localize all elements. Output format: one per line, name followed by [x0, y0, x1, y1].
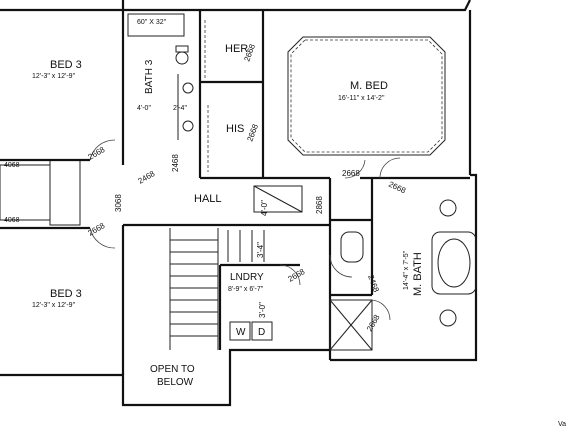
- m-bath-name: M. BATH: [412, 252, 424, 296]
- dryer: [251, 321, 273, 341]
- bath3-name: BATH 3: [144, 59, 155, 94]
- window-4068-top: 4068: [4, 162, 20, 169]
- bed3-top-dims: 12'-3" x 12'-9": [32, 73, 76, 80]
- lndry-dims: 8'-9" x 6'-7": [228, 286, 264, 293]
- dim-3-0: 3'-0": [258, 302, 267, 318]
- door-swings: [89, 139, 401, 321]
- bed3-bottom-dims: 12'-3" x 12'-9": [32, 302, 76, 309]
- door-tag: 2468: [366, 274, 381, 294]
- washer-label: W: [236, 327, 246, 338]
- door-tag: 2668: [87, 145, 107, 162]
- m-bed-name: M. BED: [350, 80, 388, 92]
- door-tag: 2668: [245, 122, 260, 142]
- m-bath-dims: 14'-4" x 7'-5": [403, 250, 410, 290]
- interior-walls: [0, 10, 470, 375]
- his-closet-name: HIS: [226, 123, 244, 135]
- open-below-line2: BELOW: [157, 377, 194, 388]
- bed3-top-name: BED 3: [50, 59, 82, 71]
- door-2868: 2868: [315, 196, 324, 214]
- dim-2-4: 2'-4": [173, 105, 187, 112]
- window-4068-bottom: 4068: [4, 217, 20, 224]
- door-tag: 2668: [387, 180, 407, 196]
- open-below-line1: OPEN TO: [150, 364, 195, 375]
- dryer-label: D: [258, 327, 265, 338]
- watermark-text: Va: [558, 421, 566, 428]
- door-tag: 2468: [137, 169, 157, 186]
- her-closet-name: HER: [225, 43, 248, 55]
- door-tag: 2468: [171, 154, 180, 172]
- dim-3-4: 3'-4": [256, 242, 265, 258]
- m-bed-dims: 16'-11" x 14'-2": [338, 95, 385, 102]
- washer: [229, 321, 251, 341]
- door-tag: 2668: [365, 313, 382, 333]
- hall-name: HALL: [194, 193, 222, 205]
- door-tag: 2668: [287, 267, 307, 284]
- stairs: [169, 228, 265, 350]
- lndry-name: LNDRY: [230, 272, 264, 283]
- dim-4-0: 4'-0": [137, 105, 151, 112]
- door-tag: 2668: [87, 221, 107, 238]
- exterior-walls: [0, 0, 478, 407]
- bed3-bottom-name: BED 3: [50, 288, 82, 300]
- door-3068: 3068: [114, 194, 123, 212]
- dim-4-0b: 4'-0": [260, 200, 269, 216]
- door-tag: 2668: [342, 169, 360, 178]
- bath3-tub-label: 60" X 32": [137, 19, 167, 26]
